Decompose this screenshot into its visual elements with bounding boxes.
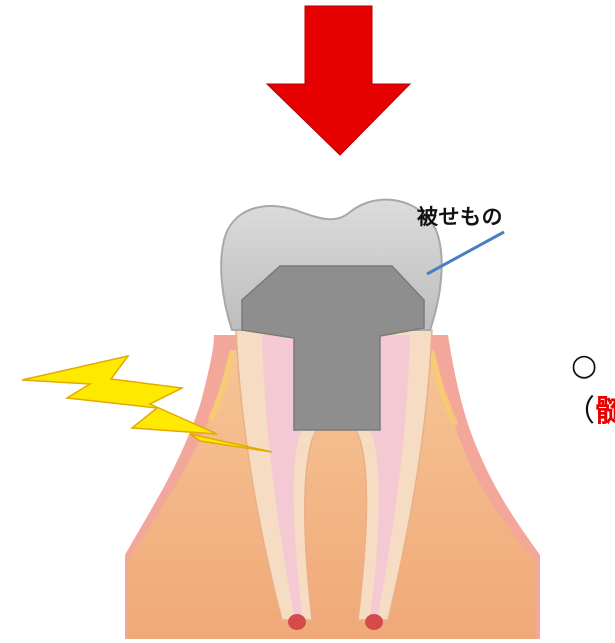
lightning-bolt-icon: [22, 356, 217, 434]
crown-label: 被せもの: [417, 201, 503, 231]
down-arrow-icon: [267, 6, 410, 155]
right-partial-label: （髄: [565, 386, 615, 430]
right-symbol: ○: [571, 348, 597, 383]
